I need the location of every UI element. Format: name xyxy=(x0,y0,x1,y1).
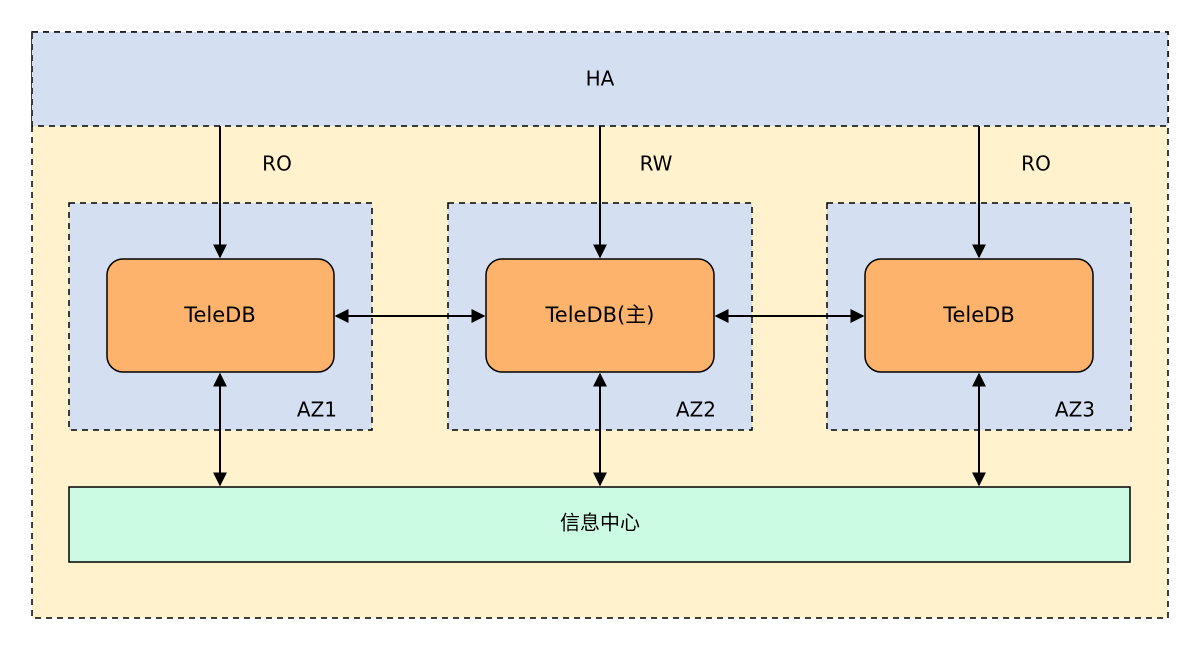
info-center-label: 信息中心 xyxy=(560,511,640,535)
az3-connection-label: RO xyxy=(1021,152,1051,176)
teledb-node-az1 xyxy=(106,258,335,373)
az1-connection-label: RO xyxy=(262,152,292,176)
info-center-box xyxy=(68,486,1131,563)
ha-band xyxy=(31,31,1169,127)
az2-label: AZ2 xyxy=(676,398,716,422)
teledb-node-az2-label: TeleDB(主) xyxy=(545,303,655,327)
ha-label: HA xyxy=(586,67,615,91)
teledb-node-az2-primary xyxy=(485,258,715,373)
az2-connection-label: RW xyxy=(640,152,673,176)
teledb-node-az3-label: TeleDB xyxy=(942,303,1015,327)
teledb-node-az3 xyxy=(864,258,1094,373)
az3-label: AZ3 xyxy=(1055,398,1095,422)
teledb-node-az1-label: TeleDB xyxy=(183,303,256,327)
az1-label: AZ1 xyxy=(297,398,337,422)
